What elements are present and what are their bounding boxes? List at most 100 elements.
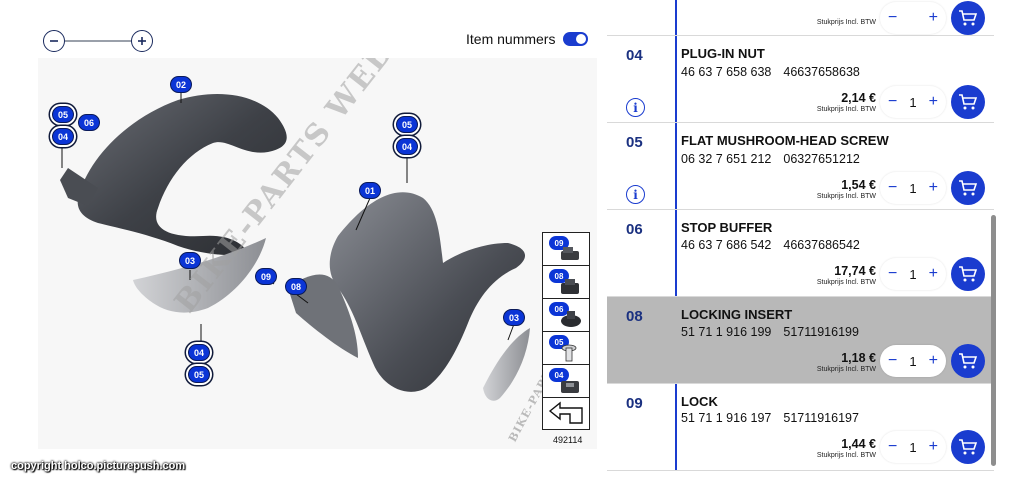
lock-part-icon xyxy=(561,247,579,260)
add-to-cart-button[interactable] xyxy=(951,1,985,35)
quantity-stepper[interactable]: − + xyxy=(880,2,946,34)
minus-icon xyxy=(50,40,58,42)
increment-button[interactable]: + xyxy=(928,265,938,282)
item-numbers-toggle[interactable] xyxy=(563,32,589,46)
increment-button[interactable]: + xyxy=(928,9,938,26)
thumbnail-04[interactable]: 04 xyxy=(542,364,590,397)
thumbnail-callout: 09 xyxy=(549,236,569,250)
decrement-button[interactable]: − xyxy=(888,9,898,26)
callout-03-a[interactable]: 03 xyxy=(179,252,201,269)
price-value: 2,14 € xyxy=(841,91,876,105)
diagram-reference-number: 492114 xyxy=(553,435,583,445)
price-subtitle: Stukprijs Incl. BTW xyxy=(816,279,876,286)
parts-row-06[interactable]: 06 STOP BUFFER 46 63 7 686 542 4663768654… xyxy=(607,210,994,297)
decrement-button[interactable]: − xyxy=(888,352,898,369)
copyright-text: copyright holco.picturepush.com xyxy=(11,460,186,472)
add-to-cart-button[interactable] xyxy=(951,344,985,378)
parts-row-05[interactable]: 05 FLAT MUSHROOM-HEAD SCREW 06 32 7 651 … xyxy=(607,123,994,210)
add-to-cart-button[interactable] xyxy=(951,257,985,291)
part-code: 51 71 1 916 197 xyxy=(681,411,772,425)
callout-08[interactable]: 08 xyxy=(285,278,307,295)
callout-05-a[interactable]: 05 xyxy=(52,106,74,123)
parts-diagram[interactable]: BIKE-PARTS WEB © BIKE-PARTS WEB 05 04 06… xyxy=(38,58,597,449)
cart-icon xyxy=(959,439,978,455)
quantity-stepper[interactable]: − 1 + xyxy=(880,431,946,463)
part-name: STOP BUFFER xyxy=(681,220,773,235)
part-code: 46 63 7 686 542 xyxy=(681,238,772,252)
callout-01[interactable]: 01 xyxy=(359,182,381,199)
item-number: 09 xyxy=(626,395,643,412)
thumbnail-arrow xyxy=(542,397,590,430)
zoom-out-button[interactable] xyxy=(43,30,65,52)
part-code-compact: 46637686542 xyxy=(783,238,860,252)
zoom-in-button[interactable] xyxy=(131,30,153,52)
cart-icon xyxy=(959,180,978,196)
price-block: 1,54 € Stukprijs Incl. BTW xyxy=(817,178,876,200)
thumbnail-09[interactable]: 09 xyxy=(542,232,590,265)
zoom-slider-track[interactable] xyxy=(65,40,135,42)
price-block: 1,44 € Stukprijs Incl. BTW xyxy=(817,437,876,459)
callout-09[interactable]: 09 xyxy=(255,268,277,285)
add-to-cart-button[interactable] xyxy=(951,430,985,464)
increment-button[interactable]: + xyxy=(928,352,938,369)
quantity-value: 1 xyxy=(909,439,917,455)
zoom-control xyxy=(43,29,155,53)
price-value: 1,54 € xyxy=(841,178,876,192)
price-subtitle: Stukprijs Incl. BTW xyxy=(816,452,876,459)
add-to-cart-button[interactable] xyxy=(951,85,985,119)
callout-05-c[interactable]: 05 xyxy=(188,366,210,383)
thumbnail-06[interactable]: 06 xyxy=(542,298,590,331)
part-codes: 46 63 7 686 542 46637686542 xyxy=(681,238,860,252)
part-code: 06 32 7 651 212 xyxy=(681,152,772,166)
parts-list: Stukprijs Incl. BTW − + 04 PLUG-IN NUT 4… xyxy=(607,0,994,484)
plug-in-nut-icon xyxy=(561,381,579,393)
part-name: LOCK xyxy=(681,394,718,409)
cart-icon xyxy=(959,353,978,369)
item-number: 08 xyxy=(626,308,643,325)
callout-06[interactable]: 06 xyxy=(78,114,100,131)
decrement-button[interactable]: − xyxy=(888,438,898,455)
quantity-stepper[interactable]: − 1 + xyxy=(880,345,946,377)
quantity-stepper[interactable]: − 1 + xyxy=(880,86,946,118)
price-subtitle: Stukprijs Incl. BTW xyxy=(816,193,876,200)
thumbnail-08[interactable]: 08 xyxy=(542,265,590,298)
callout-05-b[interactable]: 05 xyxy=(396,116,418,133)
price-block: 2,14 € Stukprijs Incl. BTW xyxy=(817,91,876,113)
callout-03-b[interactable]: 03 xyxy=(503,309,525,326)
info-icon[interactable]: i xyxy=(626,98,645,117)
price-subtitle: Stukprijs Incl. BTW xyxy=(816,366,876,373)
part-code: 46 63 7 658 638 xyxy=(681,65,772,79)
decrement-button[interactable]: − xyxy=(888,93,898,110)
part-name: PLUG-IN NUT xyxy=(681,46,765,61)
cart-icon xyxy=(959,10,978,26)
stop-buffer-icon xyxy=(561,311,581,327)
callout-04-b[interactable]: 04 xyxy=(396,138,418,155)
price-value: 1,44 € xyxy=(841,437,876,451)
price-block: 1,18 € Stukprijs Incl. BTW xyxy=(817,351,876,373)
increment-button[interactable]: + xyxy=(928,93,938,110)
list-scrollbar[interactable] xyxy=(991,215,996,466)
decrement-button[interactable]: − xyxy=(888,179,898,196)
increment-button[interactable]: + xyxy=(928,179,938,196)
cart-icon xyxy=(959,266,978,282)
item-number: 06 xyxy=(626,221,643,238)
quantity-stepper[interactable]: − 1 + xyxy=(880,172,946,204)
quantity-stepper[interactable]: − 1 + xyxy=(880,258,946,290)
item-number: 04 xyxy=(626,47,643,64)
info-icon[interactable]: i xyxy=(626,185,645,204)
add-to-cart-button[interactable] xyxy=(951,171,985,205)
callout-04-c[interactable]: 04 xyxy=(188,344,210,361)
part-name: FLAT MUSHROOM-HEAD SCREW xyxy=(681,133,889,148)
callout-04-a[interactable]: 04 xyxy=(52,128,74,145)
callout-02[interactable]: 02 xyxy=(170,76,192,93)
item-numbers-label: Item nummers xyxy=(466,31,556,47)
thumbnail-05[interactable]: 05 xyxy=(542,331,590,364)
increment-button[interactable]: + xyxy=(928,438,938,455)
decrement-button[interactable]: − xyxy=(888,265,898,282)
